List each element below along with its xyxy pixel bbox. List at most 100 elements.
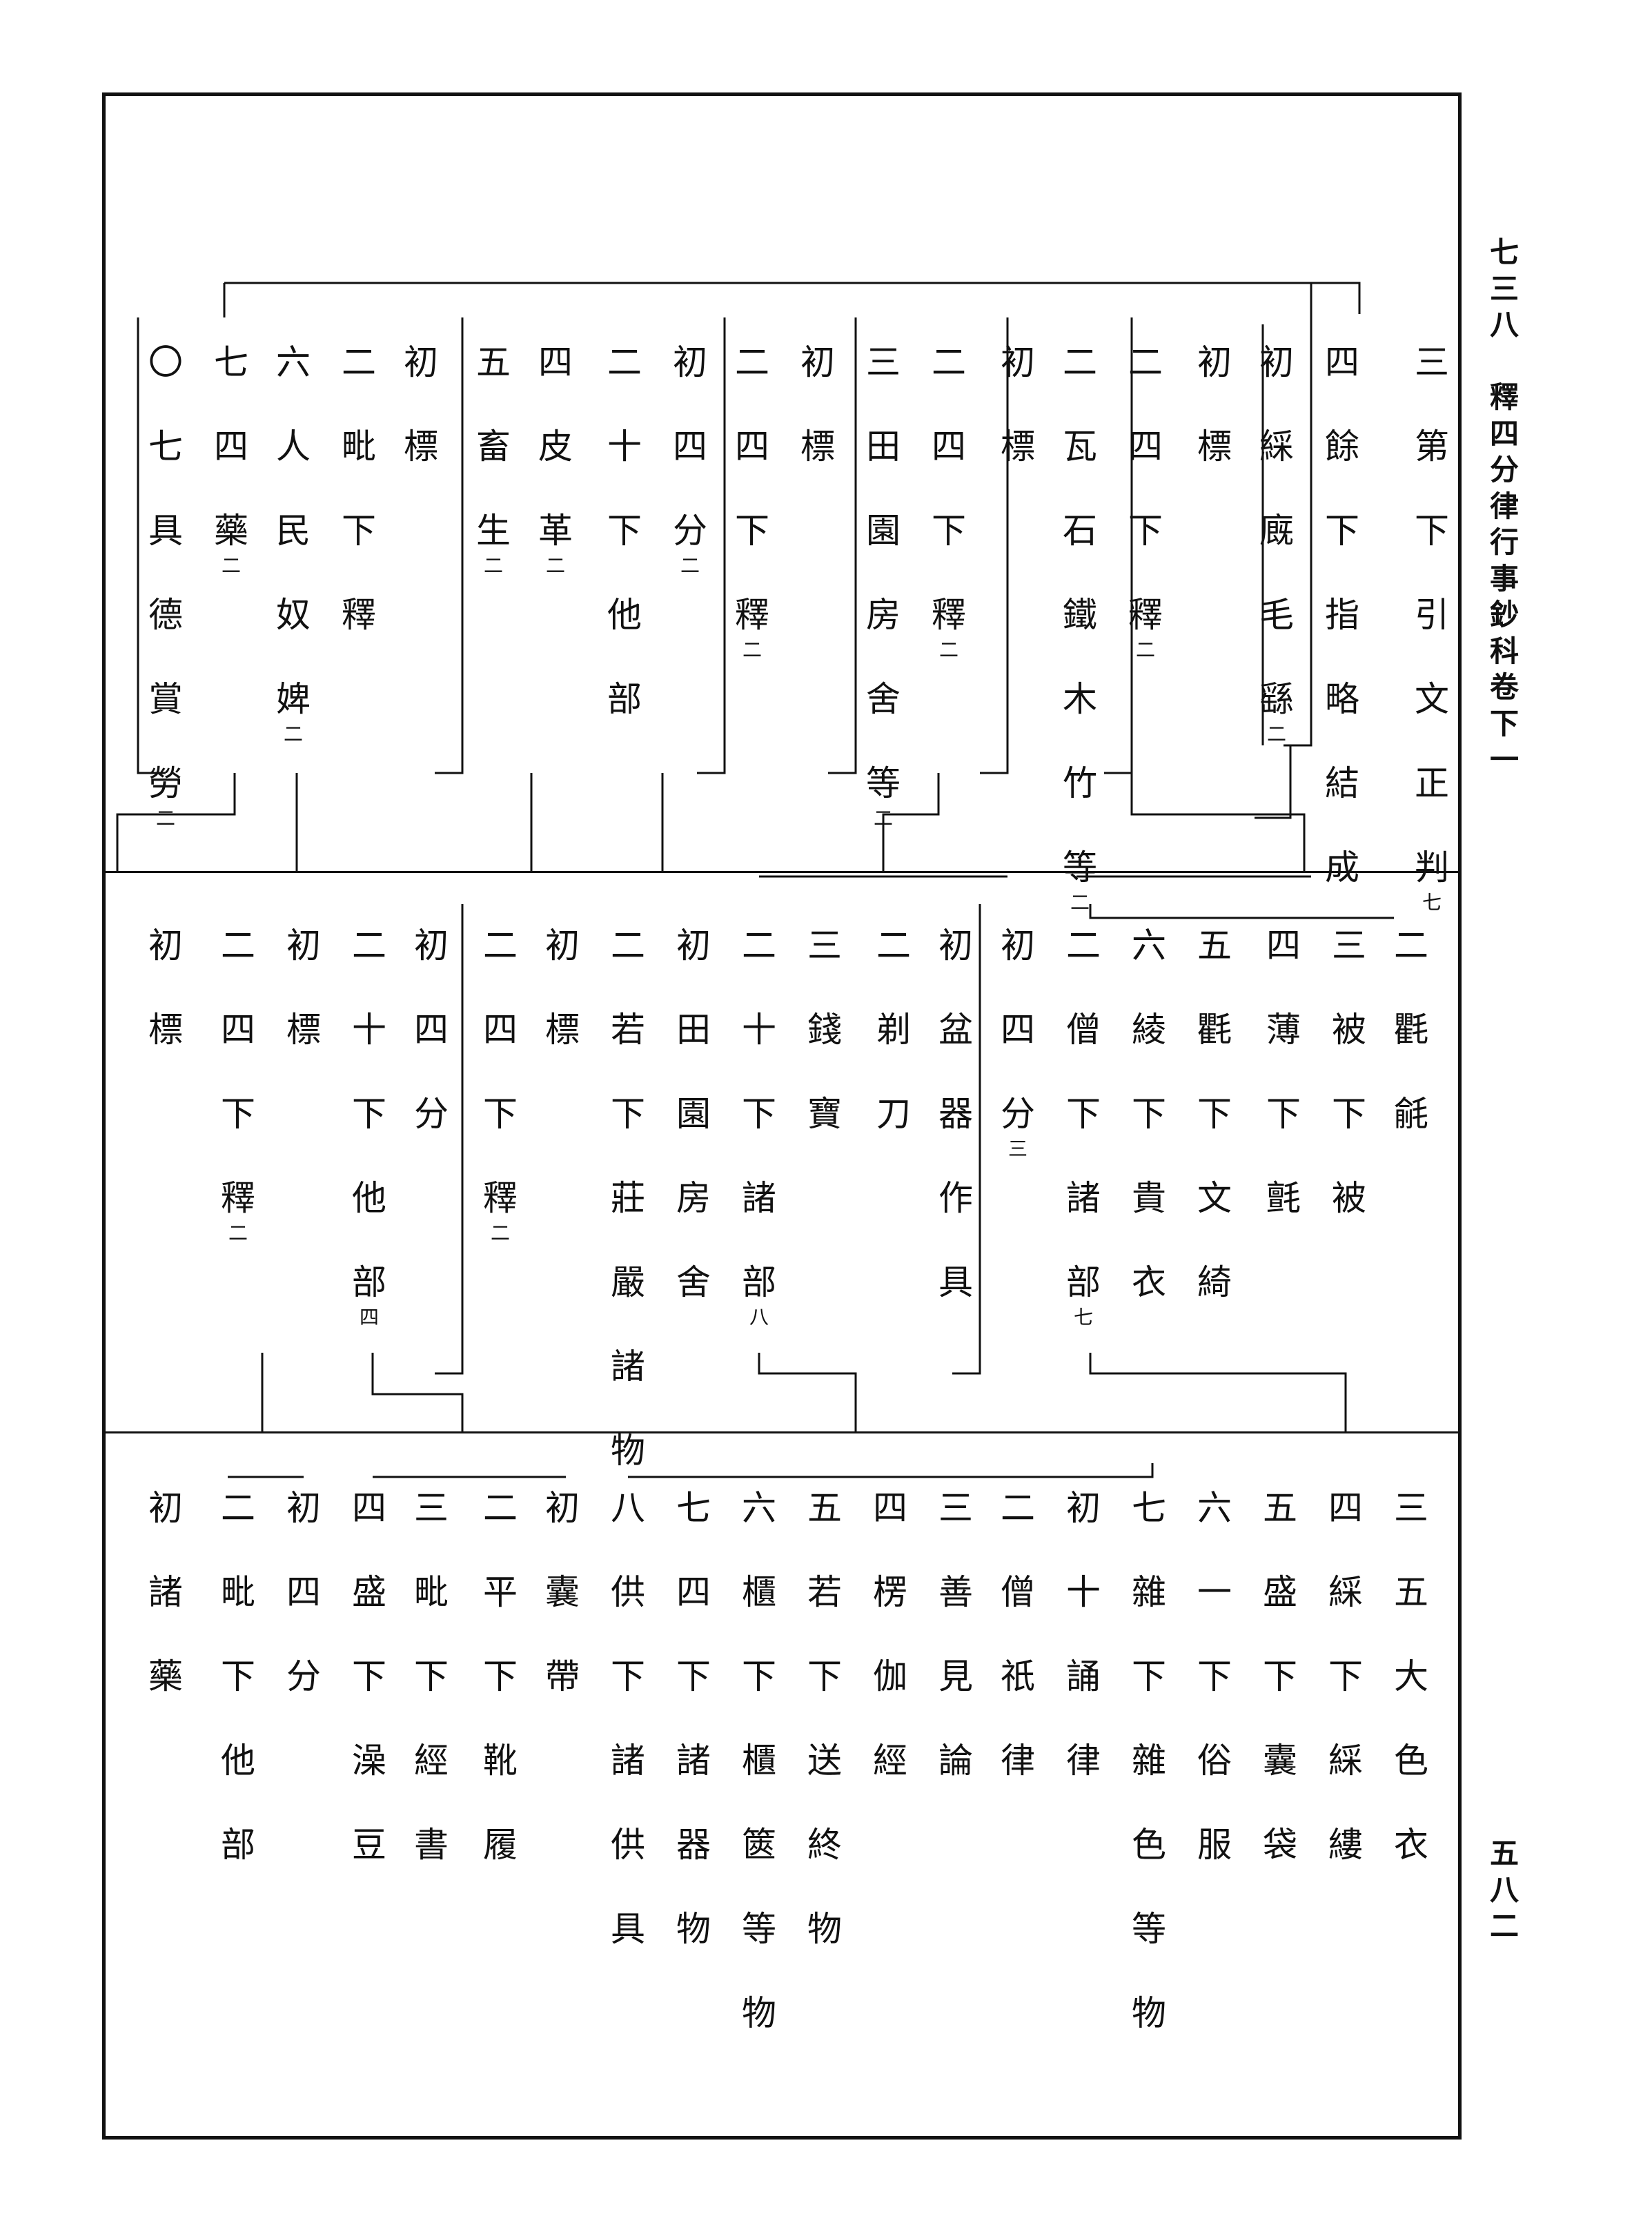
outline-count: 八 <box>749 1306 769 1329</box>
outline-glyph: 下 <box>742 1656 776 1696</box>
outline-column: 八供下諸供具 <box>611 1491 645 1996</box>
outline-glyph: 誦 <box>1066 1656 1101 1696</box>
outline-glyph: 初 <box>404 342 438 382</box>
outline-glyph: 帶 <box>545 1656 580 1696</box>
outline-glyph: 若 <box>807 1572 842 1612</box>
outline-glyph: 三 <box>866 342 901 382</box>
outline-glyph: 論 <box>938 1741 973 1781</box>
outline-glyph: 俗 <box>1197 1741 1232 1781</box>
outline-glyph: 下 <box>1066 1094 1101 1134</box>
outline-glyph: 木 <box>1063 679 1097 719</box>
outline-count: 二 <box>742 638 762 661</box>
outline-glyph: 奴 <box>276 595 311 635</box>
outline-glyph: 七 <box>214 342 248 382</box>
outline-column: 二四下釋二 <box>221 928 255 1243</box>
outline-glyph: 二 <box>342 342 376 382</box>
page-frame <box>102 92 1462 2140</box>
outline-glyph: 下 <box>1197 1094 1232 1134</box>
outline-glyph: 楞 <box>873 1572 907 1612</box>
outline-glyph: 繇 <box>1259 679 1294 719</box>
outline-column: 七四藥二 <box>214 345 248 576</box>
outline-count: 二 <box>873 807 893 830</box>
outline-glyph: 作 <box>938 1178 973 1218</box>
outline-glyph: 下 <box>611 1656 645 1696</box>
outline-count: 二 <box>1266 723 1286 745</box>
outline-glyph: 初 <box>148 1488 183 1528</box>
outline-glyph: 八 <box>611 1488 645 1528</box>
outline-glyph: 分 <box>673 511 707 551</box>
outline-column: 七雜下雜色等物 <box>1132 1491 1166 2080</box>
outline-glyph: 勞 <box>148 763 183 803</box>
outline-glyph: 釋 <box>342 595 376 635</box>
outline-glyph: 廐 <box>1259 511 1294 551</box>
outline-glyph: 十 <box>742 1010 776 1050</box>
outline-glyph: 田 <box>676 1010 711 1050</box>
outline-glyph: 皮 <box>538 427 573 467</box>
outline-column: 五若下送終物 <box>807 1491 842 1996</box>
outline-glyph: 善 <box>938 1572 973 1612</box>
outline-glyph: 被 <box>1332 1178 1366 1218</box>
outline-glyph: 被 <box>1332 1010 1366 1050</box>
outline-glyph: 下 <box>483 1656 518 1696</box>
outline-glyph: 氍 <box>1394 1010 1428 1050</box>
outline-column: 初囊帶 <box>545 1491 580 1743</box>
outline-glyph: 下 <box>221 1094 255 1134</box>
outline-glyph: 標 <box>800 427 835 467</box>
outline-column: 四餘下指略結成 <box>1325 345 1359 934</box>
outline-glyph: 初 <box>1001 342 1035 382</box>
outline-glyph: 部 <box>221 1825 255 1865</box>
outline-glyph: 分 <box>1001 1094 1035 1134</box>
outline-glyph: 二 <box>221 1488 255 1528</box>
outline-glyph: 下 <box>742 1094 776 1134</box>
outline-glyph: 園 <box>676 1094 711 1134</box>
outline-glyph: 綺 <box>1197 1262 1232 1302</box>
outline-glyph: 三 <box>1394 1488 1428 1528</box>
outline-glyph: 五 <box>476 342 511 382</box>
outline-column: 二平下靴履 <box>483 1491 518 1912</box>
outline-column: 初四分 <box>414 928 449 1181</box>
outline-glyph: 囊 <box>545 1572 580 1612</box>
outline-glyph: 四 <box>676 1572 711 1612</box>
outline-glyph: 錢 <box>807 1010 842 1050</box>
outline-glyph: 律 <box>1066 1741 1101 1781</box>
outline-glyph: 分 <box>414 1094 449 1134</box>
outline-glyph: 初 <box>1001 926 1035 966</box>
outline-column: 三錢寶 <box>807 928 842 1181</box>
outline-glyph: 經 <box>414 1741 449 1781</box>
outline-glyph: 毗 <box>221 1572 255 1612</box>
outline-glyph: 等 <box>1132 1909 1166 1949</box>
outline-glyph: 五 <box>1263 1488 1297 1528</box>
outline-glyph: 房 <box>676 1178 711 1218</box>
outline-count: 二 <box>221 554 241 577</box>
outline-glyph: 二 <box>735 342 769 382</box>
outline-glyph: 民 <box>276 511 311 551</box>
outline-glyph: 盛 <box>1263 1572 1297 1612</box>
outline-glyph: 物 <box>1132 1993 1166 2033</box>
outline-column: 四楞伽經 <box>873 1491 907 1828</box>
outline-glyph: 祇 <box>1001 1656 1035 1696</box>
outline-glyph: 平 <box>483 1572 518 1612</box>
outline-glyph: 婢 <box>276 679 311 719</box>
outline-glyph: 伽 <box>873 1656 907 1696</box>
outline-glyph: 供 <box>611 1572 645 1612</box>
outline-column: 五盛下囊袋 <box>1263 1491 1297 1912</box>
outline-glyph: 經 <box>873 1741 907 1781</box>
outline-column: 二四下釋二 <box>735 345 769 660</box>
outline-glyph: 下 <box>1197 1656 1232 1696</box>
outline-glyph: 二 <box>1128 342 1163 382</box>
outline-glyph: 二 <box>1394 926 1428 966</box>
outline-glyph: 六 <box>1132 926 1166 966</box>
outline-glyph: 物 <box>742 1993 776 2033</box>
outline-column: 二四下釋二 <box>932 345 966 660</box>
outline-glyph: 袋 <box>1263 1825 1297 1865</box>
outline-count: 二 <box>283 723 303 745</box>
outline-column: 初標 <box>545 928 580 1097</box>
outline-count: 二 <box>155 807 175 830</box>
outline-glyph: 四 <box>873 1488 907 1528</box>
outline-glyph: 三 <box>938 1488 973 1528</box>
outline-column: 四綵下綵縷 <box>1328 1491 1363 1912</box>
outline-glyph: 下 <box>1132 1656 1166 1696</box>
outline-glyph: 四 <box>1328 1488 1363 1528</box>
outline-glyph: 標 <box>404 427 438 467</box>
outline-glyph: 二 <box>1063 342 1097 382</box>
